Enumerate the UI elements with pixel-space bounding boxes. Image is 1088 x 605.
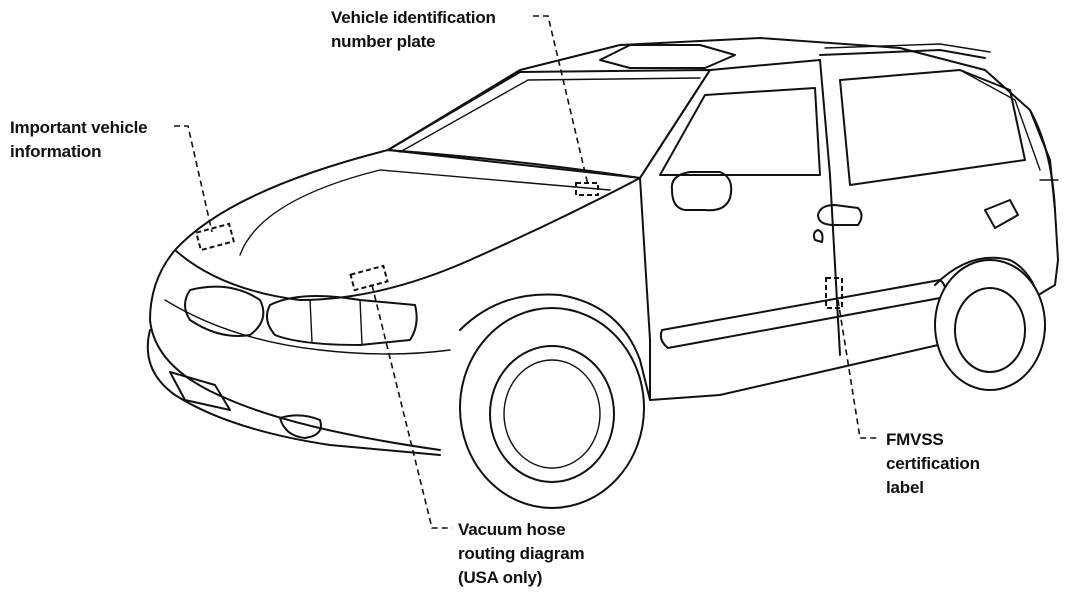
vacuum-hose-label-line-1: Vacuum hose bbox=[458, 518, 584, 542]
vacuum-hose-label-line-2: routing diagram bbox=[458, 542, 584, 566]
vin-plate-label: Vehicle identification number plate bbox=[331, 6, 496, 54]
vacuum-hose-label-line-3: (USA only) bbox=[458, 566, 584, 590]
fmvss-label-line-2: certification bbox=[886, 452, 980, 476]
important-info-label-line-2: information bbox=[10, 140, 147, 164]
important-info-label-line-1: Important vehicle bbox=[10, 116, 147, 140]
fmvss-label: FMVSS certification label bbox=[886, 428, 980, 500]
fmvss-label-line-3: label bbox=[886, 476, 980, 500]
vin-plate-label-line-2: number plate bbox=[331, 30, 496, 54]
vin-plate-label-line-1: Vehicle identification bbox=[331, 6, 496, 30]
important-info-label: Important vehicle information bbox=[10, 116, 147, 164]
vacuum-hose-label: Vacuum hose routing diagram (USA only) bbox=[458, 518, 584, 590]
fmvss-label-line-1: FMVSS bbox=[886, 428, 980, 452]
